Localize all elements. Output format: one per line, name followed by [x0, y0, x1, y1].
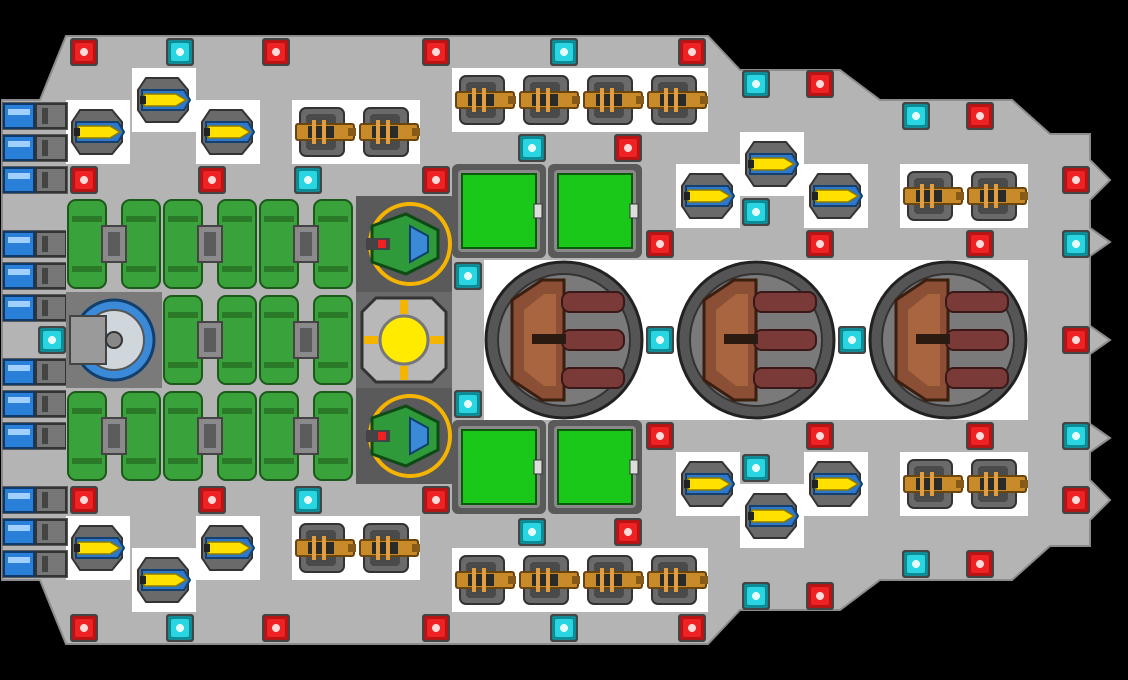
red-light-icon[interactable] — [1062, 166, 1090, 194]
red-light-icon[interactable] — [70, 486, 98, 514]
engine-module[interactable] — [2, 421, 68, 451]
cyan-light-icon[interactable] — [166, 38, 194, 66]
cyan-light-icon[interactable] — [38, 326, 66, 354]
cyan-light-icon[interactable] — [838, 326, 866, 354]
shield-generator-module[interactable] — [356, 196, 452, 292]
red-light-icon[interactable] — [806, 230, 834, 258]
missile-launcher-module[interactable] — [681, 461, 735, 507]
cargo-bay-module[interactable] — [452, 420, 546, 514]
fuel-tank-module[interactable] — [258, 196, 354, 292]
shield-generator-module[interactable] — [356, 388, 452, 484]
red-light-icon[interactable] — [614, 518, 642, 546]
main-cannon-module[interactable] — [868, 260, 1028, 420]
red-light-icon[interactable] — [1062, 326, 1090, 354]
cargo-bay-module[interactable] — [548, 420, 642, 514]
cyan-light-icon[interactable] — [454, 262, 482, 290]
red-light-icon[interactable] — [646, 422, 674, 450]
cyan-light-icon[interactable] — [902, 550, 930, 578]
missile-launcher-module[interactable] — [745, 493, 799, 539]
engine-module[interactable] — [2, 133, 68, 163]
engine-module[interactable] — [2, 517, 68, 547]
missile-launcher-module[interactable] — [201, 109, 255, 155]
missile-launcher-module[interactable] — [137, 77, 191, 123]
missile-launcher-module[interactable] — [137, 557, 191, 603]
fuel-tank-module[interactable] — [162, 292, 258, 388]
engine-module[interactable] — [2, 165, 68, 195]
cyan-light-icon[interactable] — [902, 102, 930, 130]
red-light-icon[interactable] — [422, 486, 450, 514]
engine-module[interactable] — [2, 101, 68, 131]
red-light-icon[interactable] — [198, 486, 226, 514]
red-light-icon[interactable] — [806, 422, 834, 450]
cyan-light-icon[interactable] — [1062, 422, 1090, 450]
red-light-icon[interactable] — [70, 166, 98, 194]
engine-module[interactable] — [2, 357, 68, 387]
cyan-light-icon[interactable] — [742, 198, 770, 226]
red-light-icon[interactable] — [422, 614, 450, 642]
fuel-tank-module[interactable] — [258, 388, 354, 484]
red-light-icon[interactable] — [966, 230, 994, 258]
fuel-tank-module[interactable] — [258, 292, 354, 388]
engine-module[interactable] — [2, 229, 68, 259]
cyan-light-icon[interactable] — [1062, 230, 1090, 258]
cyan-light-icon[interactable] — [166, 614, 194, 642]
cyan-light-icon[interactable] — [294, 166, 322, 194]
cargo-bay-module[interactable] — [548, 164, 642, 258]
cyan-light-icon[interactable] — [294, 486, 322, 514]
main-cannon-module[interactable] — [676, 260, 836, 420]
red-light-icon[interactable] — [966, 102, 994, 130]
fuel-tank-module[interactable] — [66, 388, 162, 484]
fuel-tank-module[interactable] — [66, 196, 162, 292]
engine-module[interactable] — [2, 261, 68, 291]
red-light-icon[interactable] — [806, 70, 834, 98]
cyan-light-icon[interactable] — [550, 614, 578, 642]
cyan-light-icon[interactable] — [454, 390, 482, 418]
fuel-tank-module[interactable] — [162, 388, 258, 484]
red-light-icon[interactable] — [422, 38, 450, 66]
cyan-light-icon[interactable] — [742, 582, 770, 610]
cargo-bay-module[interactable] — [452, 164, 546, 258]
missile-launcher-module[interactable] — [681, 173, 735, 219]
engine-module[interactable] — [2, 485, 68, 515]
main-cannon-module[interactable] — [484, 260, 644, 420]
engine-module[interactable] — [2, 293, 68, 323]
red-light-icon[interactable] — [806, 582, 834, 610]
missile-launcher-module[interactable] — [71, 525, 125, 571]
cyan-light-icon[interactable] — [646, 326, 674, 354]
red-light-icon[interactable] — [614, 134, 642, 162]
cyan-light-icon[interactable] — [518, 518, 546, 546]
red-light-icon[interactable] — [262, 38, 290, 66]
missile-launcher-module[interactable] — [809, 461, 863, 507]
red-light-icon[interactable] — [262, 614, 290, 642]
red-light-icon[interactable] — [70, 38, 98, 66]
red-light-icon[interactable] — [966, 550, 994, 578]
red-light-icon[interactable] — [198, 166, 226, 194]
missile-launcher-module[interactable] — [71, 109, 125, 155]
missile-launcher-module[interactable] — [745, 141, 799, 187]
reactor-core-module[interactable] — [356, 292, 452, 388]
red-light-icon[interactable] — [678, 614, 706, 642]
missile-launcher-module[interactable] — [201, 525, 255, 571]
engine-module[interactable] — [2, 389, 68, 419]
cyan-light-icon[interactable] — [550, 38, 578, 66]
red-light-icon[interactable] — [422, 166, 450, 194]
red-light-icon[interactable] — [1062, 486, 1090, 514]
red-light-icon[interactable] — [646, 230, 674, 258]
bridge-module[interactable] — [66, 292, 162, 388]
red-light-icon[interactable] — [70, 614, 98, 642]
cyan-light-icon[interactable] — [742, 454, 770, 482]
engine-module[interactable] — [2, 549, 68, 579]
cyan-light-icon[interactable] — [518, 134, 546, 162]
cyan-light-icon[interactable] — [742, 70, 770, 98]
fuel-tank-module[interactable] — [162, 196, 258, 292]
missile-launcher-module[interactable] — [809, 173, 863, 219]
red-light-icon[interactable] — [678, 38, 706, 66]
red-light-icon[interactable] — [966, 422, 994, 450]
